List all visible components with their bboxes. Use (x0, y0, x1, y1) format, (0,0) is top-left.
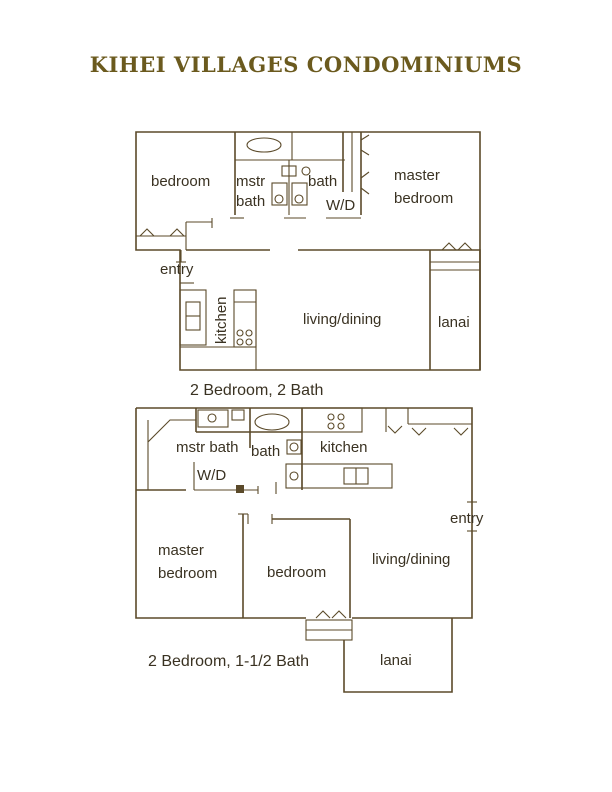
plan2-label-kitchen: kitchen (320, 439, 368, 456)
floor-plan-2bed-1half-bath: mstr bath bath kitchen W/D entry master … (135, 407, 484, 693)
plan2-label-living: living/dining (372, 551, 450, 568)
plan1-sink-bowl (301, 166, 311, 176)
plan1-sink (281, 165, 297, 177)
plan1-label-master-bedroom: bedroom (394, 190, 453, 207)
plan1-label-living: living/dining (303, 311, 381, 328)
page-title: KIHEI VILLAGES CONDOMINIUMS (89, 52, 523, 77)
plan1-label-bath: bath (308, 173, 337, 190)
plan2-vanity (197, 409, 229, 428)
plan2-label-mstr-bath: mstr bath (176, 439, 239, 456)
plan1-outer-wall (135, 131, 481, 371)
plan2-label-master-bedroom: bedroom (158, 565, 217, 582)
plan2-label-wd: W/D (197, 467, 226, 484)
plan2-label-bedroom: bedroom (267, 564, 326, 581)
plan2-label-lanai: lanai (380, 652, 412, 669)
plan1-kitchen-counter-right (233, 289, 257, 348)
plan1-label-kitchen: kitchen (213, 296, 230, 344)
plan1-label-lanai: lanai (438, 314, 470, 331)
plan2-wd-post (236, 485, 244, 493)
plan1-label-wd: W/D (326, 197, 355, 214)
plan2-lanai-doors (315, 610, 347, 619)
plan2-bath-sink (286, 439, 302, 455)
plan2-tub (254, 413, 290, 431)
plan1-burner-1 (236, 329, 244, 337)
plan2-burner-4 (337, 422, 345, 430)
plan2-label-master: master (158, 542, 204, 559)
plan2-bath-sink-bowl (289, 442, 299, 452)
plan1-lanai-wall (430, 249, 481, 370)
plan2-outer-wall-bottom (135, 408, 306, 619)
plan1-master-door2 (360, 171, 370, 195)
plan2-label-entry: entry (450, 510, 484, 527)
plan1-toilet-bowl-b (294, 194, 304, 204)
plan2-toilet-tank (231, 409, 245, 421)
plan2-caption: 2 Bedroom, 1-1/2 Bath (148, 653, 309, 670)
plan1-toilet-a (271, 182, 288, 206)
plan2-burner-3 (327, 422, 335, 430)
plan2-pantry-doors (387, 425, 469, 436)
plan1-master-door (360, 134, 370, 156)
plan2-label-bath: bath (251, 443, 280, 460)
plan1-label-mstr: mstr (236, 173, 265, 190)
plan1-burner-4 (245, 338, 253, 346)
plan1-label-mstr-bath: bath (236, 193, 265, 210)
plan2-vanity-sink (207, 413, 217, 423)
floor-plan-2bed-2bath: bedroom mstr bath bath W/D master bedroo… (135, 131, 481, 371)
plan1-toilet-bowl-a (274, 194, 284, 204)
plan2-lanai-wall (343, 618, 453, 693)
plan1-label-bedroom: bedroom (151, 173, 210, 190)
plan1-lanai-slider (441, 242, 473, 251)
plan1-label-entry: entry (160, 261, 194, 278)
plan1-closet-doors (139, 228, 185, 237)
plan2-kitchen-counter (301, 407, 363, 433)
plan1-burner-2 (245, 329, 253, 337)
plan2-island-sink (289, 471, 299, 481)
plan2-kitchen-island (285, 463, 393, 489)
plan1-label-master: master (394, 167, 440, 184)
plan1-toilet-b (291, 182, 308, 206)
plan1-burner-3 (236, 338, 244, 346)
plan1-tub (246, 137, 282, 153)
plan2-burner-2 (337, 413, 345, 421)
plan2-burner-1 (327, 413, 335, 421)
plan1-kitchen-counter-left (179, 289, 207, 346)
plan1-caption: 2 Bedroom, 2 Bath (190, 382, 323, 399)
